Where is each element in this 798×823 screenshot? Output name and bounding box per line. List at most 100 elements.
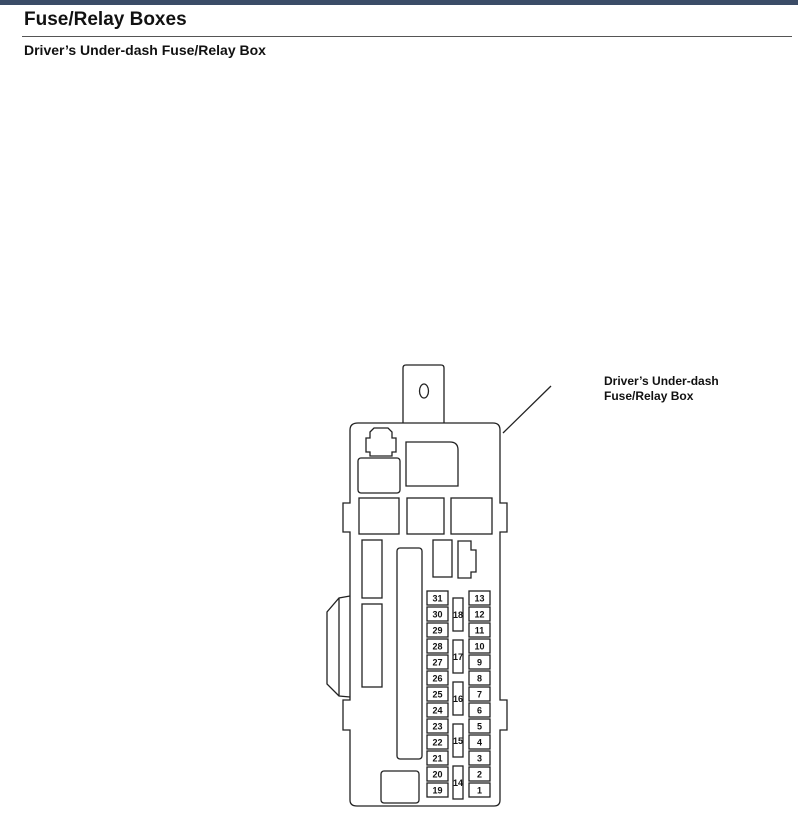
fuse-slot	[468, 654, 491, 670]
vertical-slot-lower	[361, 603, 383, 688]
fuse-13: 13	[468, 590, 491, 606]
fuse-14: 14	[452, 765, 464, 800]
fuse-23: 23	[426, 718, 449, 734]
fuse-box-housing	[342, 422, 508, 807]
fuse-1: 1	[468, 782, 491, 798]
fuse-number: 30	[432, 610, 442, 620]
fuse-number: 1	[477, 786, 482, 796]
fuse-number: 6	[477, 706, 482, 716]
callout-leader-line	[502, 385, 552, 434]
fuse-number: 10	[474, 642, 484, 652]
small-relay	[432, 539, 453, 578]
fuse-number: 23	[432, 722, 442, 732]
fuse-number: 20	[432, 770, 442, 780]
fuse-number: 9	[477, 658, 482, 668]
fuse-2: 2	[468, 766, 491, 782]
fuse-26: 26	[426, 670, 449, 686]
fuse-number: 4	[477, 738, 482, 748]
fuse-slot	[426, 670, 449, 686]
fuse-3: 3	[468, 750, 491, 766]
fuse-5: 5	[468, 718, 491, 734]
relay-row-middle	[406, 497, 445, 535]
fuse-number: 13	[474, 594, 484, 604]
fuse-16: 16	[452, 681, 464, 716]
fuse-slot	[426, 622, 449, 638]
fuse-box-callout: Driver’s Under-dash Fuse/Relay Box	[604, 374, 719, 404]
fuse-slot	[426, 654, 449, 670]
fuse-number: 27	[432, 658, 442, 668]
fuse-number: 22	[432, 738, 442, 748]
fuse-number: 18	[453, 610, 463, 620]
fuse-7: 7	[468, 686, 491, 702]
fuse-24: 24	[426, 702, 449, 718]
fuse-slot	[426, 638, 449, 654]
fuse-number: 21	[432, 754, 442, 764]
fuse-number: 14	[453, 778, 463, 788]
fuse-number: 26	[432, 674, 442, 684]
fuse-slot	[452, 681, 464, 716]
fuse-28: 28	[426, 638, 449, 654]
fuse-number: 7	[477, 690, 482, 700]
fuse-slot	[426, 686, 449, 702]
relay-connector	[365, 427, 397, 457]
fuse-number: 25	[432, 690, 442, 700]
fuse-slot	[426, 734, 449, 750]
fuse-slot	[452, 723, 464, 758]
fuse-31: 31	[426, 590, 449, 606]
header-bar	[0, 0, 798, 5]
fuse-number: 28	[432, 642, 442, 652]
fuse-10: 10	[468, 638, 491, 654]
fuse-number: 5	[477, 722, 482, 732]
page-title: Fuse/Relay Boxes	[24, 9, 187, 30]
fuse-15: 15	[452, 723, 464, 758]
section-title: Driver’s Under-dash Fuse/Relay Box	[24, 42, 266, 58]
relay-large	[405, 441, 459, 487]
fuse-number: 17	[453, 652, 463, 662]
fuse-number: 31	[432, 594, 442, 604]
fuse-slot	[426, 718, 449, 734]
fuse-29: 29	[426, 622, 449, 638]
fuse-slot	[468, 686, 491, 702]
fuse-18: 18	[452, 597, 464, 632]
mounting-hole	[418, 383, 430, 399]
fuse-8: 8	[468, 670, 491, 686]
fuse-number: 12	[474, 610, 484, 620]
fuse-21: 21	[426, 750, 449, 766]
fuse-slot	[468, 590, 491, 606]
fuse-slot	[426, 606, 449, 622]
mounting-tab	[402, 364, 445, 423]
fuse-slot	[468, 622, 491, 638]
fuse-slot	[468, 718, 491, 734]
fuse-number: 24	[432, 706, 442, 716]
fuse-17: 17	[452, 639, 464, 674]
fuse-6: 6	[468, 702, 491, 718]
small-connector	[457, 540, 477, 579]
fuse-slot	[468, 782, 491, 798]
fuse-12: 12	[468, 606, 491, 622]
fuse-slot	[426, 750, 449, 766]
callout-line-1: Driver’s Under-dash	[604, 374, 719, 388]
fuse-30: 30	[426, 606, 449, 622]
fuse-22: 22	[426, 734, 449, 750]
fuse-number: 3	[477, 754, 482, 764]
relay-row-right	[450, 497, 493, 535]
fuse-number: 19	[432, 786, 442, 796]
fuse-20: 20	[426, 766, 449, 782]
fuse-number: 2	[477, 770, 482, 780]
fuse-slot	[452, 639, 464, 674]
fuse-slot	[426, 782, 449, 798]
fuse-slot	[468, 606, 491, 622]
fuse-slot	[468, 638, 491, 654]
fuse-27: 27	[426, 654, 449, 670]
fuse-25: 25	[426, 686, 449, 702]
fuse-slot	[426, 702, 449, 718]
fuse-slot	[468, 750, 491, 766]
callout-line-2: Fuse/Relay Box	[604, 389, 694, 403]
bottom-relay	[380, 770, 420, 804]
fuse-slot	[468, 670, 491, 686]
fuse-slot	[452, 765, 464, 800]
fuse-slot	[468, 766, 491, 782]
fuse-11: 11	[468, 622, 491, 638]
title-divider	[22, 36, 792, 37]
